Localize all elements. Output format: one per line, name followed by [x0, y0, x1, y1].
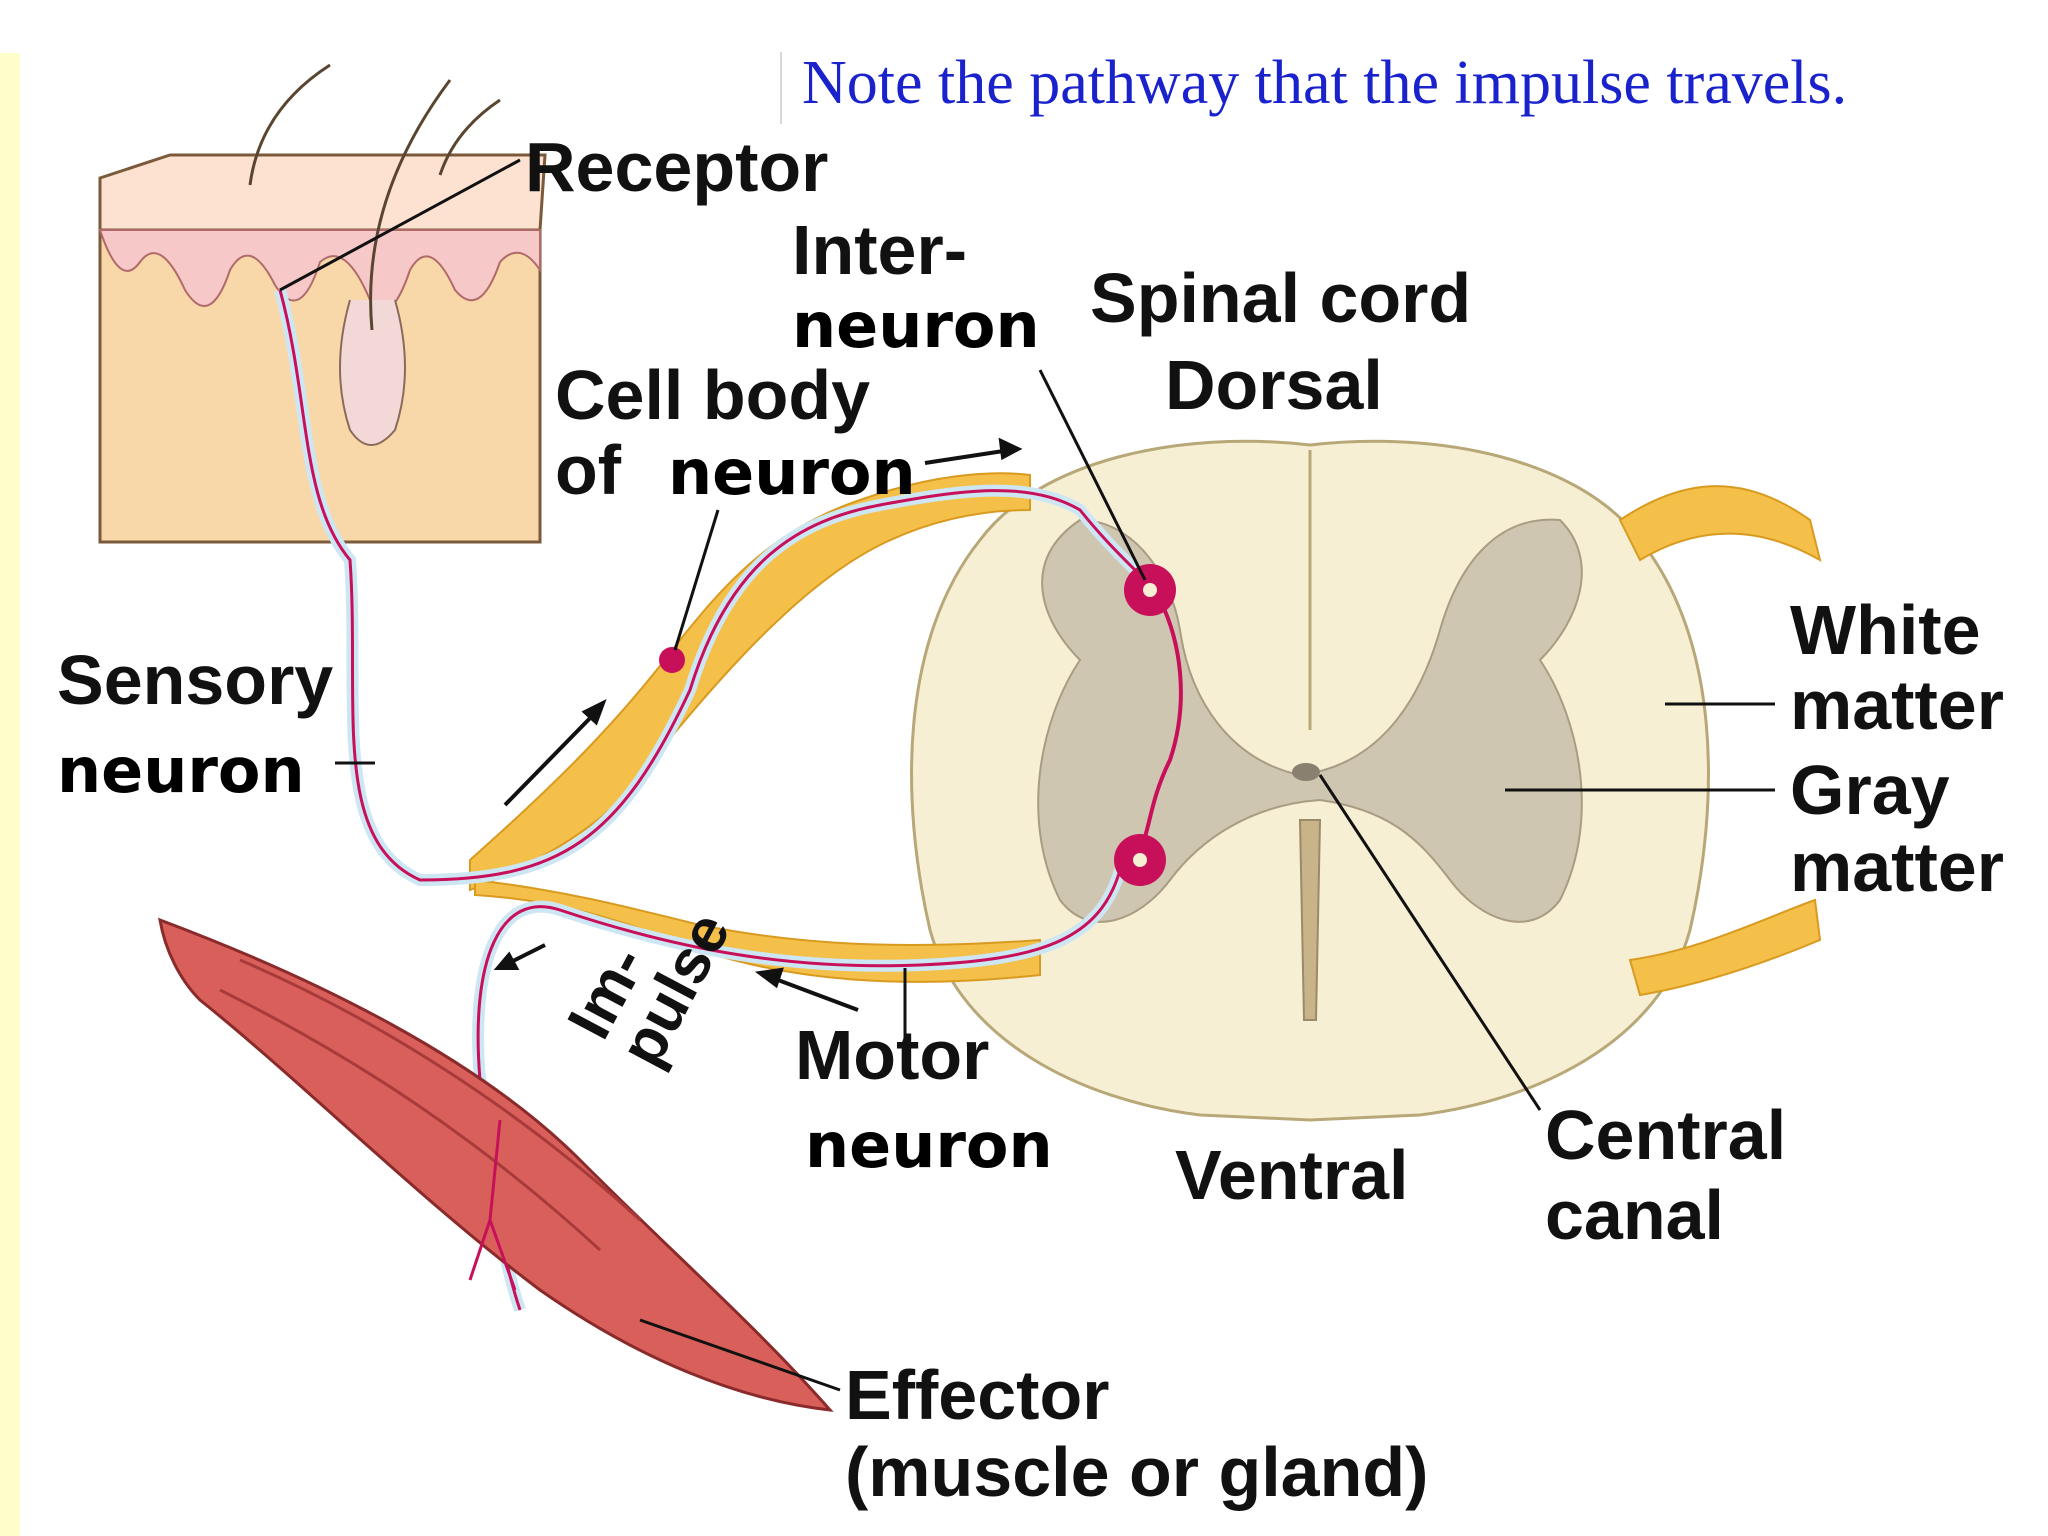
left-band — [0, 53, 20, 1536]
muscle-icon — [158, 917, 834, 1412]
label-sensory-neuron: neuron — [57, 734, 305, 807]
label-motor-neuron: neuron — [805, 1109, 1053, 1182]
label-canal: canal — [1545, 1176, 1724, 1254]
label-gray: Gray — [1790, 751, 1950, 829]
arrow-icon — [493, 437, 1023, 1012]
label-central: Central — [1545, 1096, 1787, 1174]
slide-caption: Note the pathway that the impulse travel… — [802, 49, 1848, 117]
label-ventral: Ventral — [1175, 1136, 1409, 1214]
label-gray-matter: matter — [1790, 828, 2004, 906]
label-inter: Inter- — [792, 211, 967, 289]
label-of: of — [555, 431, 622, 509]
spinal-cord-icon — [910, 439, 1710, 1122]
title-divider — [780, 52, 782, 124]
label-white-matter: matter — [1790, 666, 2004, 744]
label-white: White — [1790, 591, 1981, 669]
label-effector: Effector — [845, 1356, 1110, 1434]
label-spinal-cord: Spinal cord — [1090, 259, 1472, 337]
label-sensory: Sensory — [57, 641, 334, 719]
hair-icon — [248, 63, 501, 331]
label-interneuron: neuron — [792, 289, 1040, 362]
label-cell-body: Cell body — [555, 356, 871, 434]
skin-block-icon — [98, 153, 547, 544]
label-effector-detail: (muscle or gland) — [845, 1433, 1429, 1511]
leader-lines — [279, 158, 1775, 1392]
label-dorsal: Dorsal — [1165, 346, 1383, 424]
label-of-neuron: neuron — [668, 436, 916, 509]
label-receptor: Receptor — [525, 128, 829, 206]
label-motor: Motor — [795, 1016, 990, 1094]
